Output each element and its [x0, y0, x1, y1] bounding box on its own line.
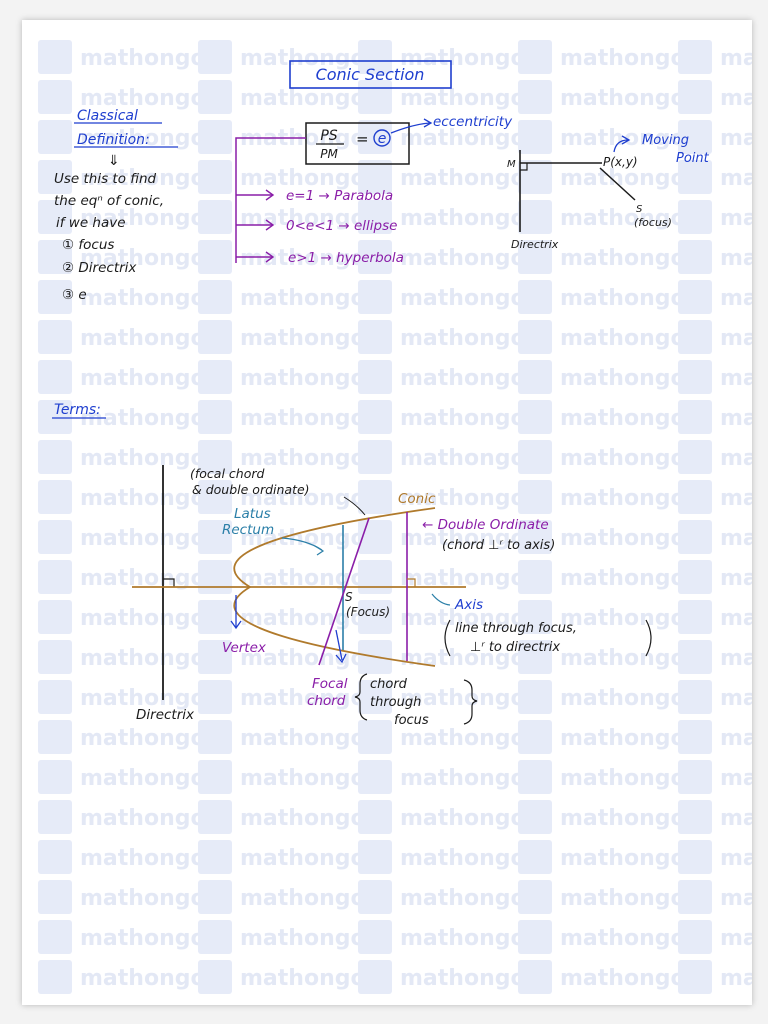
moving-label-2: Point	[676, 151, 710, 166]
focal-chord-note-1: (focal chord	[190, 466, 264, 481]
double-arrow-icon: ⇓	[108, 153, 120, 169]
focal-chord-line	[318, 517, 370, 666]
vertex-arrow-icon	[230, 620, 242, 630]
focus-s-label: S	[636, 204, 643, 215]
double-ordinate-note: (chord ⊥ʳ to axis)	[442, 538, 555, 553]
focal-chord-note-2: & double ordinate)	[192, 482, 310, 497]
focus-s-label-terms: S	[345, 590, 353, 604]
formula-denominator: PM	[320, 147, 338, 161]
axis-label: Axis	[454, 597, 483, 613]
case-parabola: e=1 → Parabola	[286, 188, 393, 204]
case-hyperbola: e>1 → hyperbola	[288, 250, 404, 266]
focus-directrix-diagram: M P(x,y) S (focus) Directrix Moving Poin…	[507, 133, 710, 251]
requirement-directrix: ② Directrix	[62, 260, 137, 276]
focus-label-terms: (Focus)	[346, 605, 390, 619]
classical-line-3: if we have	[56, 215, 126, 231]
page-title: Conic Section	[316, 65, 425, 84]
title-box	[289, 60, 452, 89]
m-label: M	[507, 159, 516, 170]
formula-box	[305, 122, 410, 165]
terms-heading: Terms:	[54, 402, 101, 418]
classical-line-1: Use this to find	[54, 171, 157, 187]
requirement-focus: ① focus	[62, 237, 114, 253]
latus-arrow-icon	[314, 545, 325, 556]
notes-page: mathongomathongomathongomathongomathongo…	[22, 20, 752, 1005]
focal-arrow-icon	[335, 653, 347, 664]
directrix-label-small: Directrix	[511, 238, 559, 251]
classical-heading-2: Definition:	[77, 132, 150, 148]
case-arrow-icon	[265, 189, 275, 201]
point-p-label: P(x,y)	[603, 155, 638, 169]
handwritten-notes: Conic Section Classical Definition: ⇓ Us…	[52, 60, 710, 728]
case-arrow-icon	[265, 219, 275, 231]
cases-bracket	[235, 137, 306, 263]
brace-line-1: chord	[370, 677, 408, 692]
latus-label-2: Rectum	[222, 522, 274, 538]
moving-arrow-icon	[621, 135, 631, 145]
vertex-label: Vertex	[222, 640, 267, 656]
directrix-label: Directrix	[136, 707, 195, 723]
eccentricity-label: eccentricity	[433, 114, 513, 130]
axis-note-1: line through focus,	[455, 621, 577, 636]
parabola-curve	[233, 507, 436, 667]
formula-symbol: e	[378, 131, 387, 147]
case-ellipse: 0<e<1 → ellipse	[286, 218, 397, 234]
focal-label-1: Focal	[312, 676, 348, 692]
left-brace	[354, 673, 368, 721]
classical-line-2: the eqⁿ of conic,	[54, 193, 164, 209]
formula-equals: =	[356, 130, 369, 148]
latus-label-1: Latus	[234, 506, 271, 522]
axis-note-2: ⊥ʳ to directrix	[470, 640, 560, 655]
classical-heading-1: Classical	[77, 108, 138, 124]
eccentricity-arrow-icon	[423, 118, 433, 128]
case-arrow-icon	[265, 251, 275, 263]
brace-line-2: through	[370, 695, 421, 710]
moving-label-1: Moving	[642, 133, 689, 148]
focal-label-2: chord	[307, 693, 346, 709]
double-ordinate-label: ← Double Ordinate	[422, 517, 549, 533]
conic-label: Conic	[398, 491, 436, 507]
e-circle	[373, 129, 391, 147]
formula-numerator: PS	[320, 128, 337, 144]
requirement-eccentricity: ③ e	[62, 287, 87, 303]
focus-label: (focus)	[634, 216, 672, 229]
parabola-terms-diagram: (focal chord & double ordinate) Conic La…	[132, 465, 652, 728]
brace-line-3: focus	[394, 713, 429, 728]
right-brace	[463, 679, 478, 725]
